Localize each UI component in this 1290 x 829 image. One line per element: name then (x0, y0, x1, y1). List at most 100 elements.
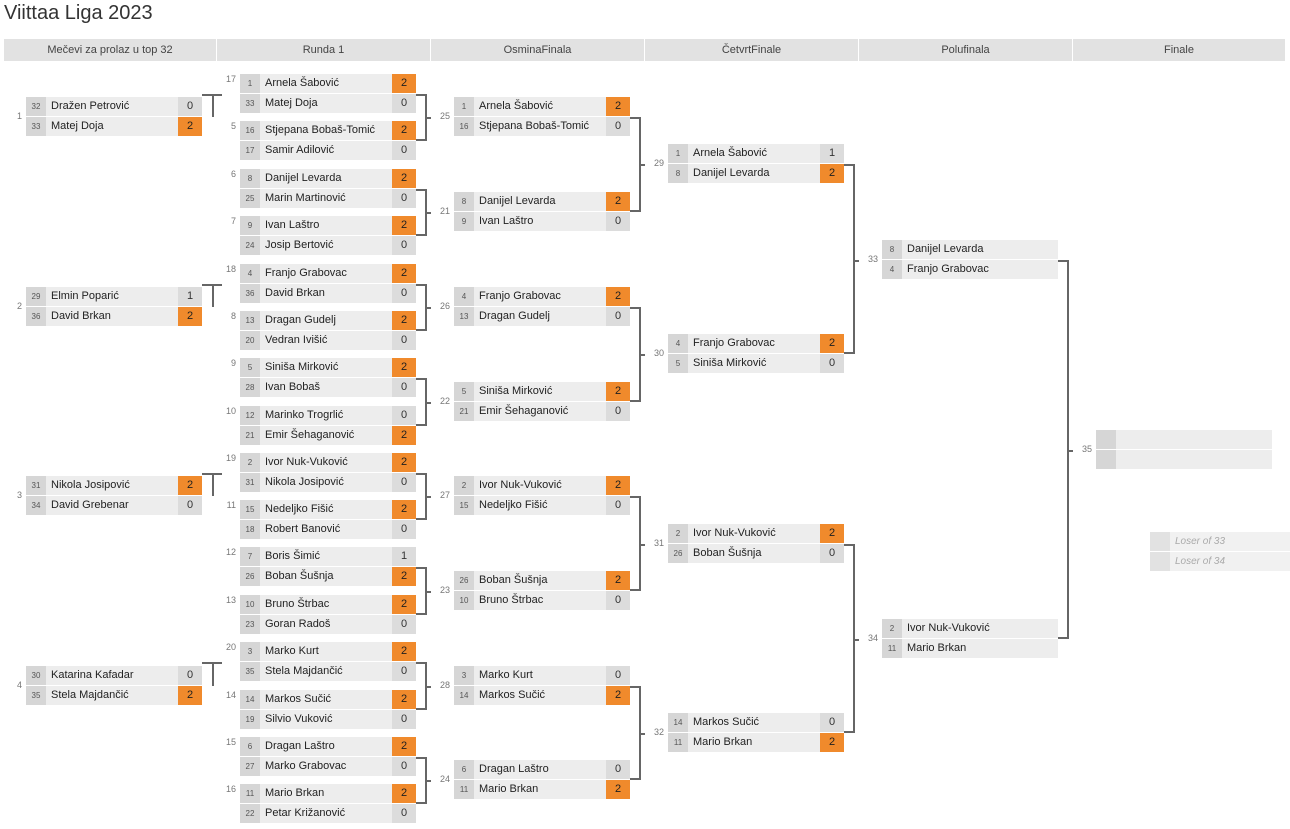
participant-row[interactable]: Loser of 33 (1150, 532, 1290, 551)
match-35[interactable] (1096, 430, 1272, 470)
participant-row[interactable]: Loser of 34 (1150, 552, 1290, 571)
participant-row[interactable] (1096, 450, 1272, 469)
